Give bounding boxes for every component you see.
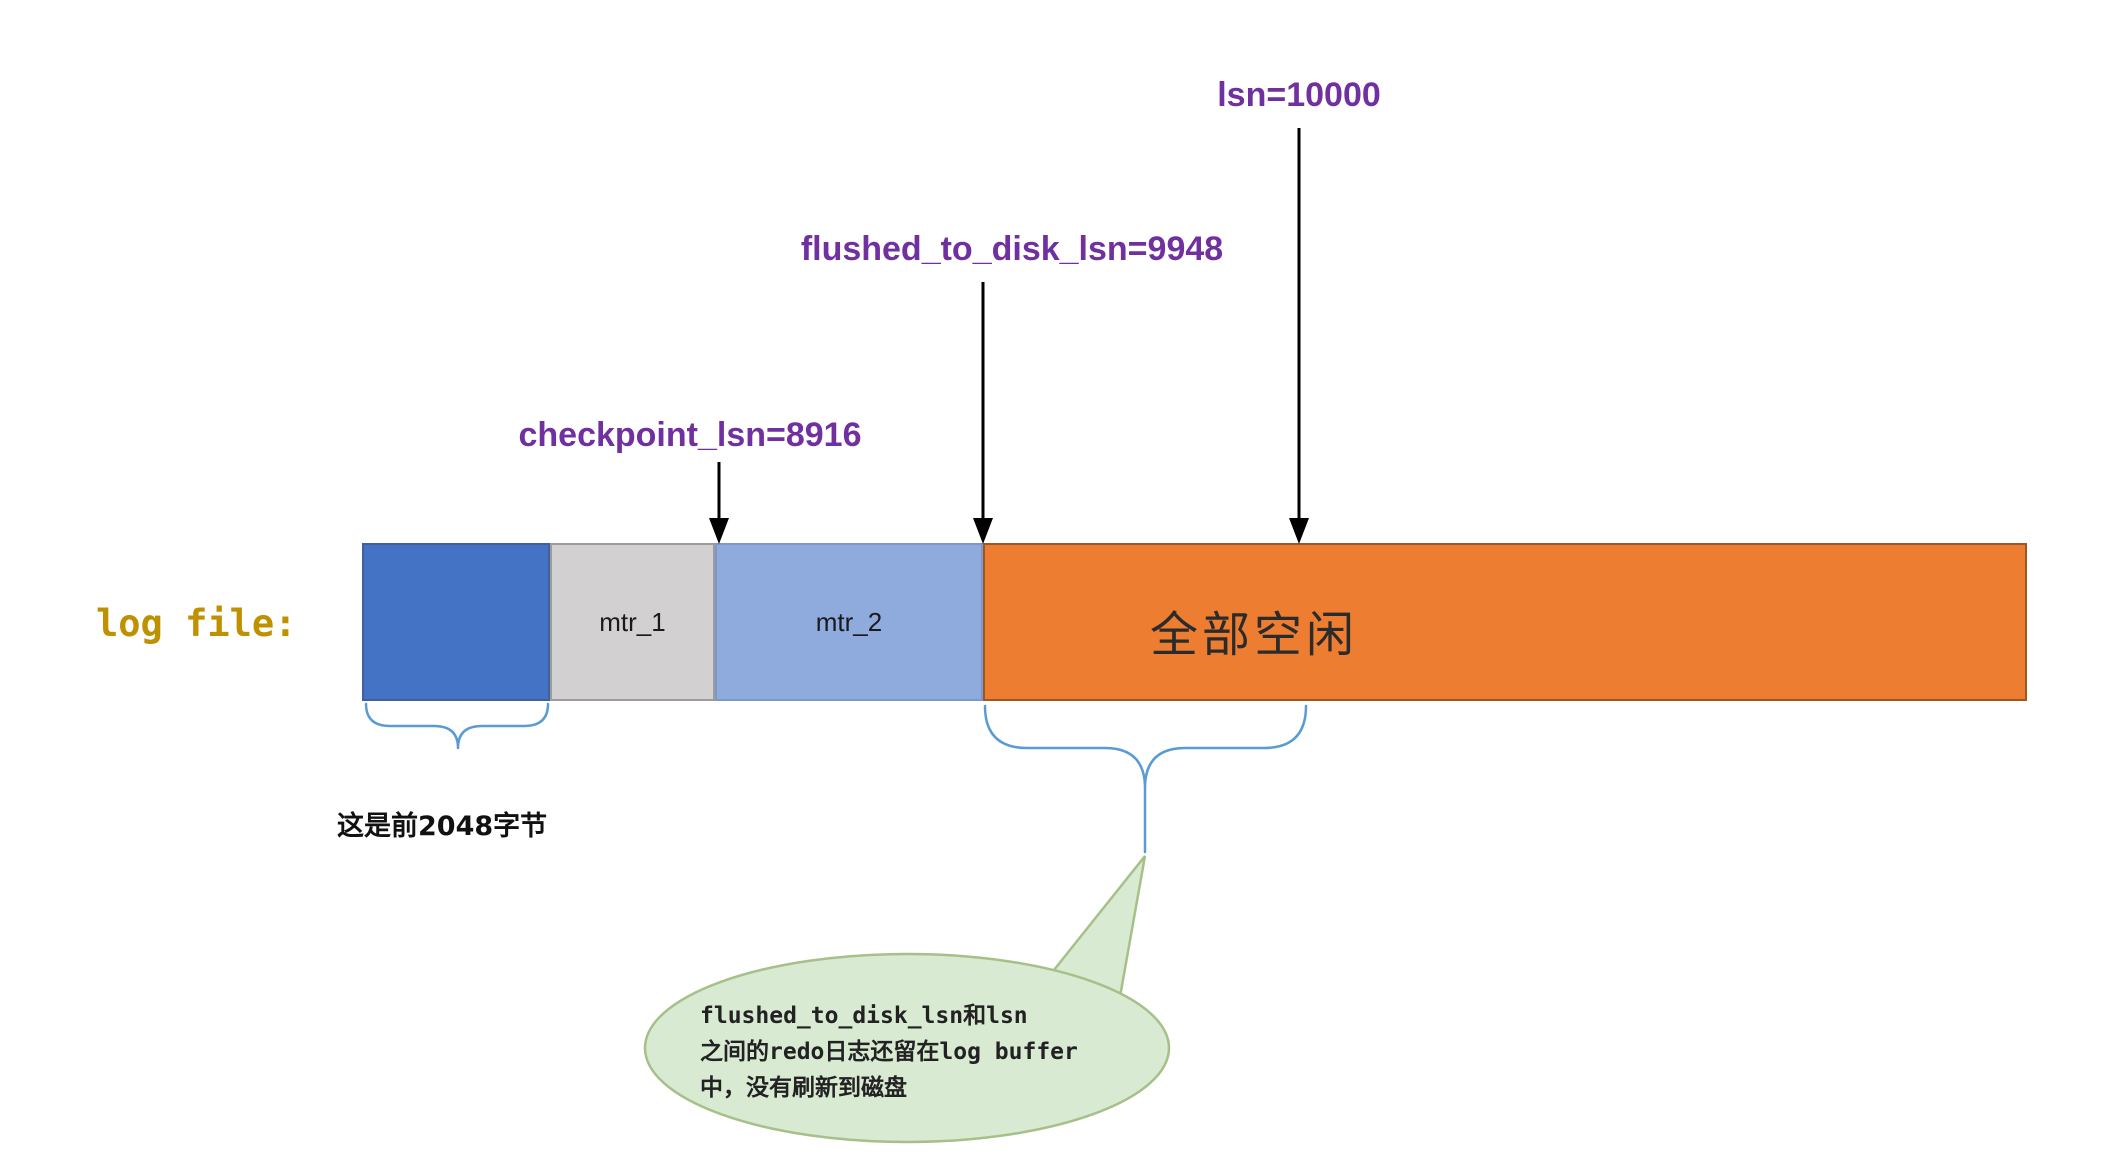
speech-bubble-line-3: 中，没有刷新到磁盘 (700, 1075, 907, 1101)
lsn-annotation: lsn=10000 (1217, 76, 1381, 114)
first-2048-bytes-brace (364, 702, 550, 750)
checkpoint-lsn-annotation: checkpoint_lsn=8916 (518, 416, 862, 454)
segment-free-space (983, 543, 2027, 701)
segment-first-2048-bytes (362, 543, 550, 701)
speech-bubble-line-2: 之间的redo日志还留在log buffer (700, 1039, 1078, 1065)
flushed-to-disk-lsn-annotation: flushed_to_disk_lsn=9948 (800, 230, 1224, 268)
flushed-to-lsn-brace (983, 704, 1308, 854)
log-file-bar: mtr_1 mtr_2 (362, 543, 2027, 701)
segment-mtr2-label: mtr_2 (815, 606, 883, 637)
segment-mtr1-label: mtr_1 (599, 606, 666, 637)
segment-mtr1: mtr_1 (550, 543, 715, 701)
segment-mtr2: mtr_2 (715, 543, 983, 701)
flushed-to-disk-lsn-arrow (973, 282, 993, 544)
checkpoint-lsn-arrow (709, 462, 729, 544)
lsn-arrow (1289, 128, 1309, 544)
log-file-title: log file: (96, 602, 297, 645)
speech-bubble-line-1: flushed_to_disk_lsn和lsn (700, 1003, 1028, 1029)
segment-free-space-label: 全部空闲 (1150, 607, 1359, 663)
speech-bubble-tail (1027, 855, 1147, 1010)
first-2048-bytes-caption: 这是前2048字节 (337, 811, 548, 842)
